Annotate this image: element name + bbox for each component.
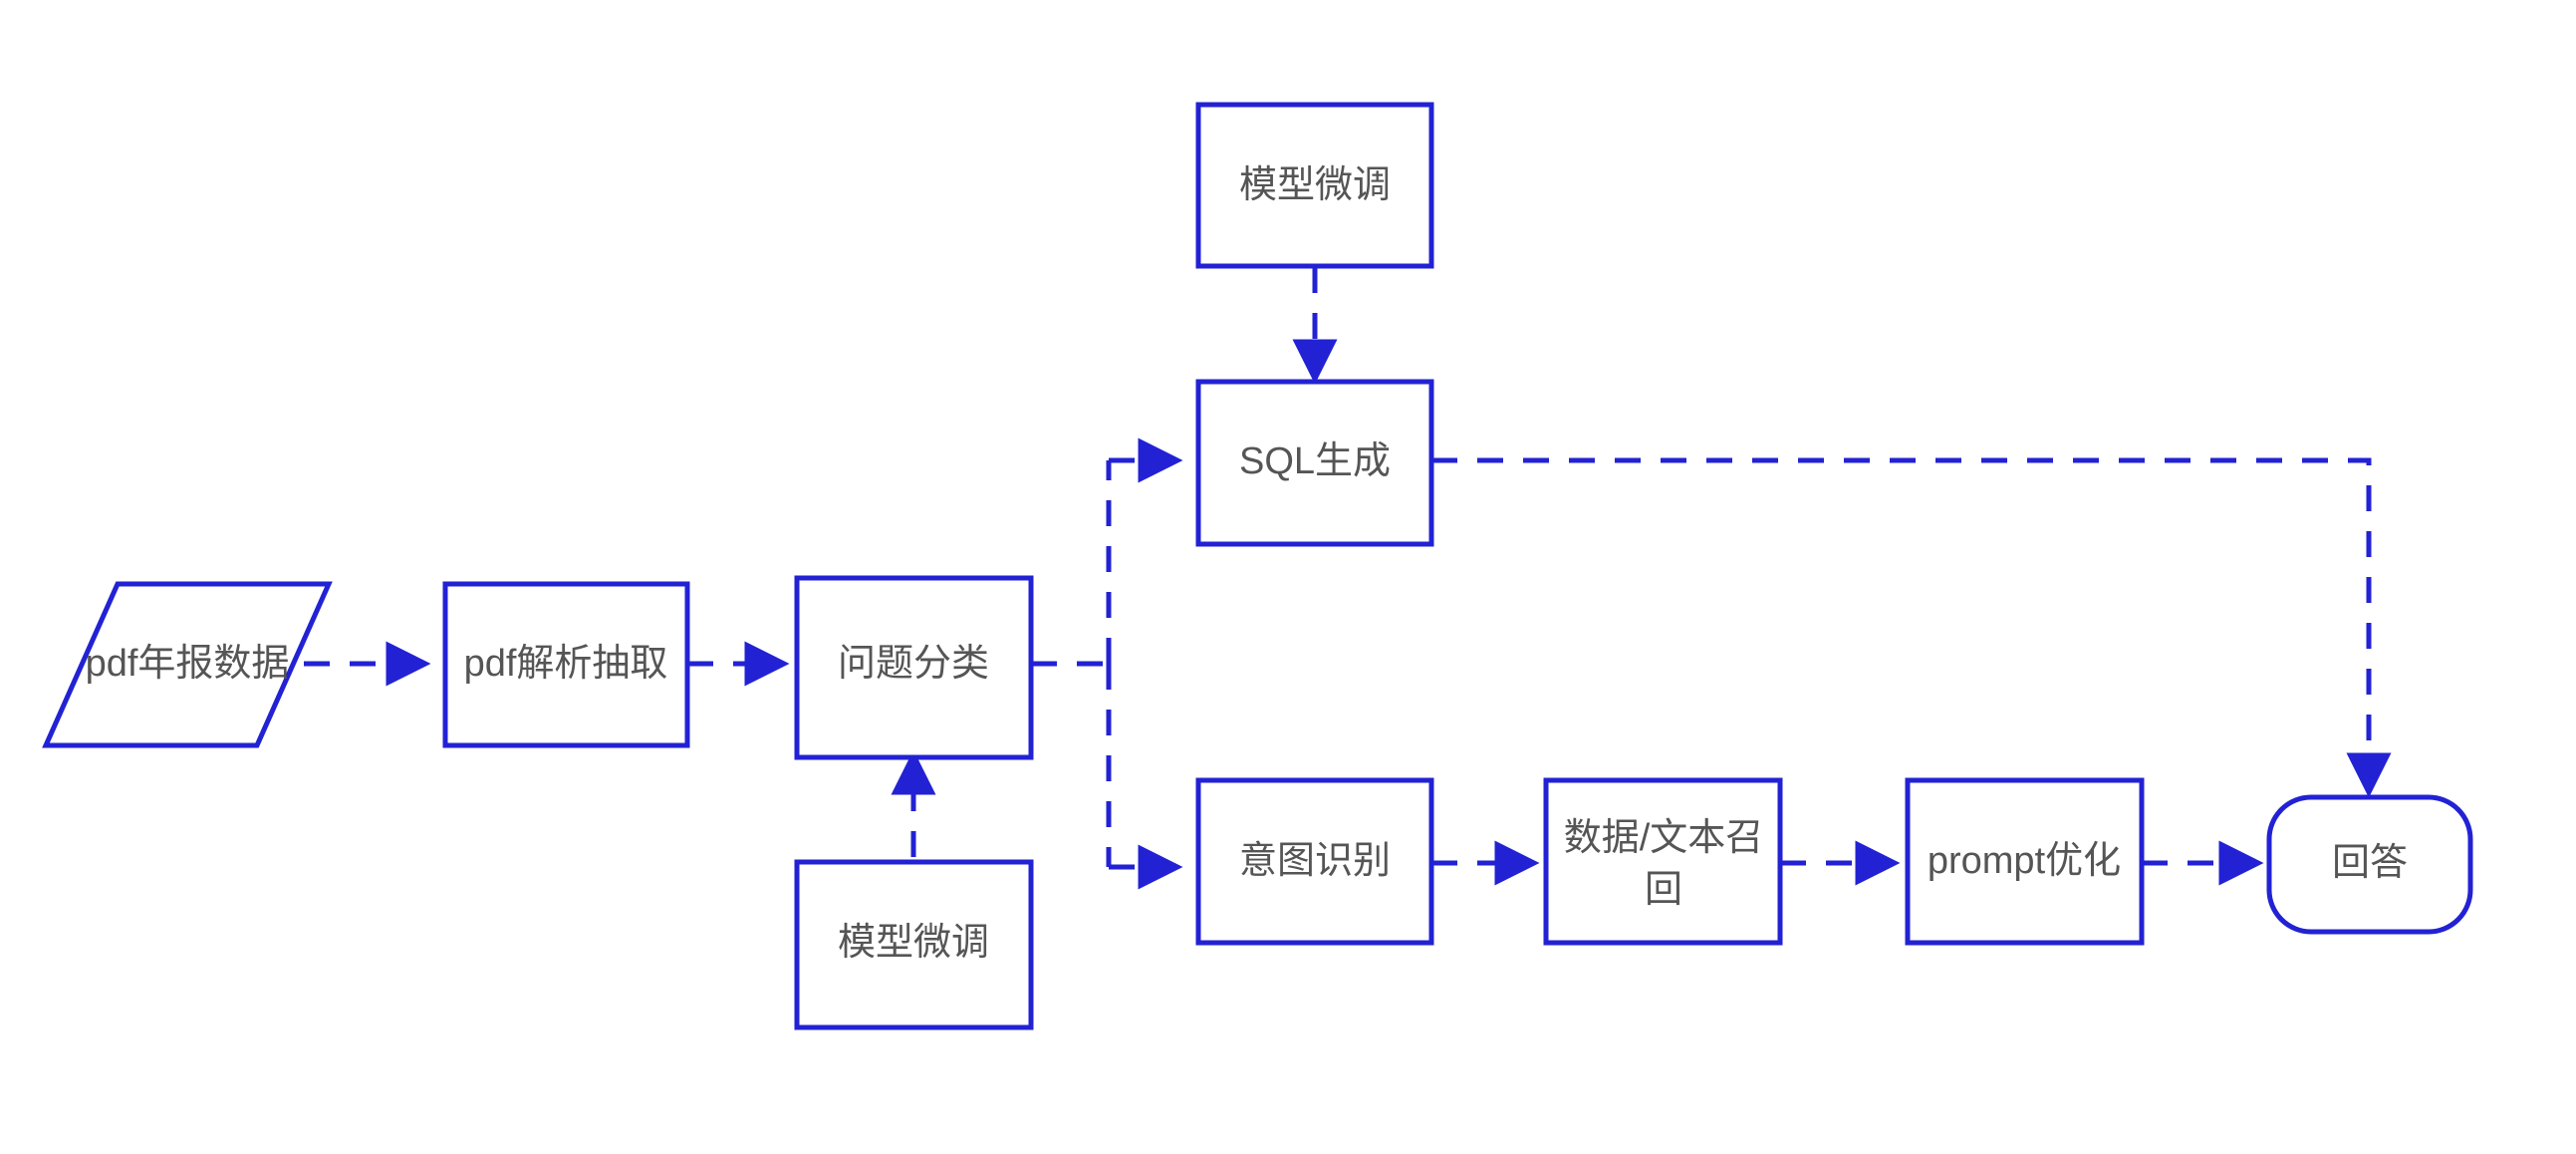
node-data-text-recall[interactable]: 数据/文本召 回 <box>1543 777 1783 946</box>
data-text-recall-label-line2: 回 <box>1645 869 1682 911</box>
prompt-optimize-shape <box>1905 777 2145 946</box>
pdf-source-label: pdf年报数据 <box>86 643 290 685</box>
data-text-recall-label-line1: 数据/文本召 <box>1564 817 1764 859</box>
node-pdf-source[interactable]: pdf年报数据 <box>42 581 333 748</box>
question-classify-label: 问题分类 <box>838 643 989 685</box>
sql-generate-label: SQL生成 <box>1239 440 1391 482</box>
node-prompt-optimize[interactable]: prompt优化 <box>1905 777 2145 946</box>
intent-recognize-label: 意图识别 <box>1239 840 1391 882</box>
node-finetune-bottom[interactable]: 模型微调 <box>794 859 1034 1030</box>
node-sql-generate[interactable]: SQL生成 <box>1195 379 1434 547</box>
pdf-parse-shape <box>442 581 690 748</box>
edge-sql-generate-to-answer <box>1431 457 2392 798</box>
finetune-bottom-shape <box>794 859 1034 1030</box>
node-question-classify[interactable]: 问题分类 <box>794 575 1034 760</box>
node-pdf-parse[interactable]: pdf解析抽取 <box>442 581 690 748</box>
prompt-optimize-label: prompt优化 <box>1928 840 2121 882</box>
sql-generate-shape <box>1195 379 1434 547</box>
intent-recognize-shape <box>1195 777 1434 946</box>
question-classify-shape <box>794 575 1034 760</box>
pdf-source-shape <box>42 581 333 748</box>
finetune-bottom-label: 模型微调 <box>838 922 989 964</box>
answer-shape <box>2266 794 2473 935</box>
edge-question-classify-branch <box>1031 437 1183 890</box>
node-intent-recognize[interactable]: 意图识别 <box>1195 777 1434 946</box>
node-answer[interactable]: 回答 <box>2266 794 2473 935</box>
pdf-parse-label: pdf解析抽取 <box>464 643 668 685</box>
finetune-top-shape <box>1195 102 1434 269</box>
answer-label: 回答 <box>2332 842 2408 884</box>
finetune-top-label: 模型微调 <box>1239 164 1391 206</box>
node-finetune-top[interactable]: 模型微调 <box>1195 102 1434 269</box>
data-text-recall-shape <box>1543 777 1783 946</box>
